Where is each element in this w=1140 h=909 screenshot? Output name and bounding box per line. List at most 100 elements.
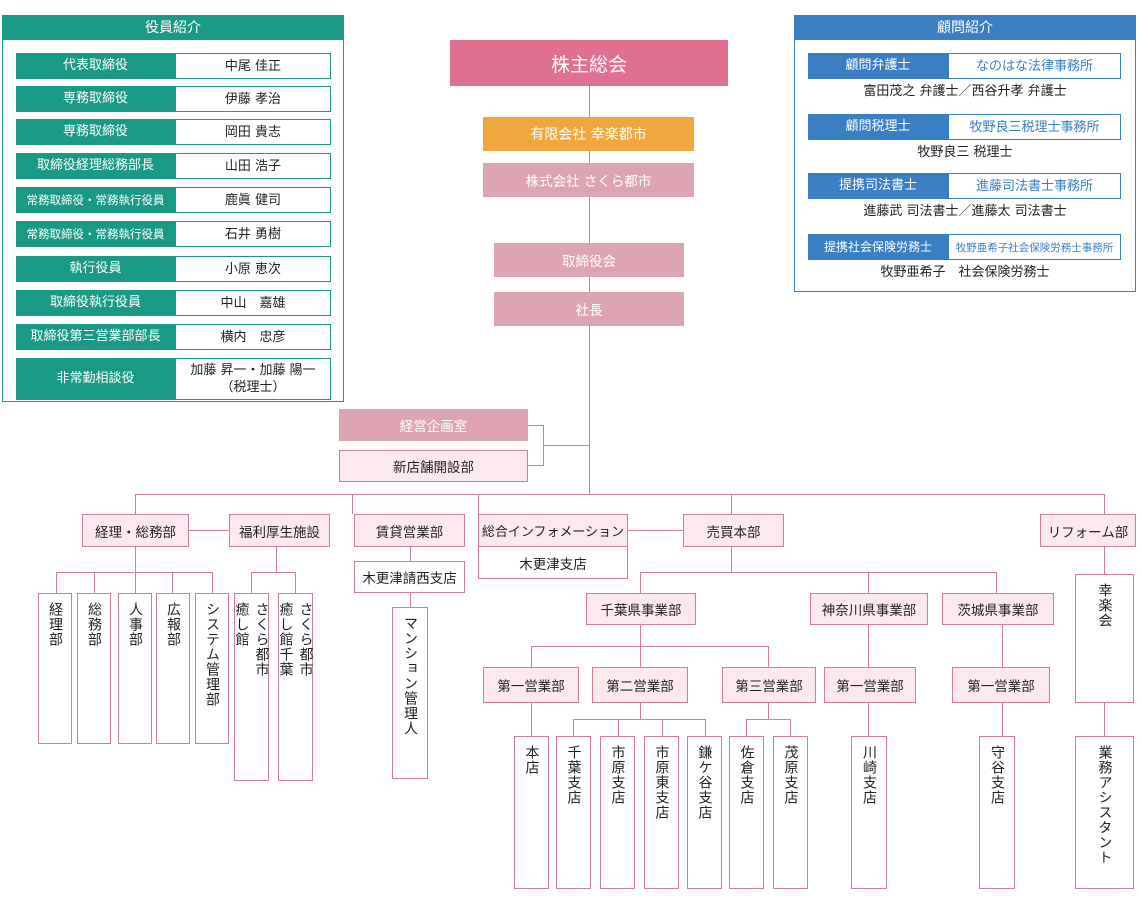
officer-role: 代表取締役 <box>16 53 175 79</box>
officer-name: 中山 嘉雄 <box>175 290 331 316</box>
advisor-role: 顧問弁護士 <box>808 53 948 79</box>
advisor-firm: 牧野亜希子社会保険労務士事務所 <box>948 234 1121 260</box>
advisors-panel: 顧問紹介 顧問弁護士なのはな法律事務所富田茂之 弁護士／西谷升孝 弁護士顧問税理… <box>794 15 1136 292</box>
advisor-people: 牧野良三 税理士 <box>917 145 1013 160</box>
chiba-sales-1-box: 第一営業部 <box>483 667 579 703</box>
officer-name: 加藤 昇一・加藤 陽一 （税理士） <box>175 358 331 400</box>
advisor-role: 顧問税理士 <box>808 114 948 140</box>
keiri-sub-box: 経理部 <box>38 593 72 744</box>
officer-role: 専務取締役 <box>16 119 175 145</box>
chiba-sales-2-box: 第二営業部 <box>592 667 688 703</box>
officer-role: 専務取締役 <box>16 86 175 112</box>
iyashikan-chiba-box: さくら都市 癒し館千葉 <box>277 593 314 781</box>
chiba-branch-label: 千葉支店 <box>565 745 582 805</box>
board-box: 取締役会 <box>494 243 684 277</box>
ibaraki-sales-1-box: 第一営業部 <box>952 667 1050 703</box>
officer-name-line1: 加藤 昇一・加藤 陽一 <box>190 363 316 378</box>
sakura-branch-box: 佐倉支店 <box>729 736 764 889</box>
iyashikan-chiba-line2: 癒し館千葉 <box>277 602 294 677</box>
advisor-firm: 牧野良三税理士事務所 <box>948 114 1121 140</box>
keiri-sub-label: 経理部 <box>47 602 63 647</box>
system-sub-box: システム管理部 <box>195 593 229 744</box>
rental-sales-box: 賃貸営業部 <box>354 514 465 547</box>
jinji-sub-box: 人事部 <box>118 593 152 744</box>
chiba-branch-box: 千葉支店 <box>556 736 591 889</box>
mansion-manager-box: マンション管理人 <box>392 607 428 779</box>
officer-role: 取締役経理総務部長 <box>16 153 175 179</box>
mobara-branch-label: 茂原支店 <box>782 745 799 805</box>
advisor-people: 牧野亜希子 社会保険労務士 <box>880 265 1050 280</box>
info-branch-box: 木更津支店 <box>478 546 628 579</box>
business-assistant-label: 業務アシスタント <box>1096 745 1113 865</box>
advisors-title: 顧問紹介 <box>795 16 1135 40</box>
soumu-sub-label: 総務部 <box>86 602 102 647</box>
officer-name: 石井 勇樹 <box>175 221 331 247</box>
officer-role: 常務取締役・常務執行役員 <box>16 187 175 213</box>
ibaraki-division-box: 茨城県事業部 <box>942 593 1054 625</box>
sakura-branch-label: 佐倉支店 <box>738 745 755 805</box>
officer-name: 鹿眞 健司 <box>175 187 331 213</box>
mobara-branch-box: 茂原支店 <box>773 736 808 889</box>
iyashikan-line1: さくら都市 <box>253 602 270 677</box>
kawasaki-branch-box: 川崎支店 <box>851 736 887 889</box>
advisor-firm: 進藤司法書士事務所 <box>948 173 1121 199</box>
advisor-role: 提携社会保険労務士 <box>808 234 948 260</box>
officer-name: 岡田 貴志 <box>175 119 331 145</box>
officer-role: 取締役第三営業部部長 <box>16 324 175 350</box>
kanagawa-sales-1-box: 第一営業部 <box>824 667 916 703</box>
ichihara-branch-label: 市原支店 <box>609 745 626 805</box>
chiba-division-box: 千葉県事業部 <box>586 593 696 625</box>
mansion-manager-label: マンション管理人 <box>402 616 418 736</box>
rental-branch-box: 木更津請西支店 <box>354 561 465 593</box>
moriya-branch-box: 守谷支店 <box>979 736 1015 889</box>
iyashikan-line2: 癒し館 <box>233 602 250 647</box>
advisor-firm: なのはな法律事務所 <box>948 53 1121 79</box>
kourakukai-label: 幸楽会 <box>1096 583 1113 628</box>
kamagaya-branch-box: 鎌ケ谷支店 <box>687 736 722 889</box>
officer-role: 常務取締役・常務執行役員 <box>16 221 175 247</box>
general-info-box: 総合インフォメーション <box>478 514 628 547</box>
honten-box: 本店 <box>514 736 549 889</box>
moriya-branch-label: 守谷支店 <box>989 745 1005 805</box>
new-store-dept-box: 新店舗開設部 <box>339 450 528 482</box>
officer-name: 伊藤 孝治 <box>175 86 331 112</box>
iyashikan-chiba-line1: さくら都市 <box>297 602 314 677</box>
soumu-sub-box: 総務部 <box>77 593 111 744</box>
officer-role: 非常勤相談役 <box>16 358 175 400</box>
kouhou-sub-label: 広報部 <box>165 602 181 647</box>
planning-office-box: 経営企画室 <box>339 409 528 441</box>
yugen-company-box: 有限会社 幸楽都市 <box>483 117 694 151</box>
officer-name: 横内 忠彦 <box>175 324 331 350</box>
president-box: 社長 <box>494 292 684 326</box>
trading-hq-box: 売買本部 <box>683 514 784 547</box>
ichihara-branch-box: 市原支店 <box>600 736 635 889</box>
iyashikan-box: さくら都市 癒し館 <box>233 593 270 781</box>
ichihara-east-branch-box: 市原東支店 <box>644 736 679 889</box>
advisor-people: 富田茂之 弁護士／西谷升孝 弁護士 <box>863 84 1067 99</box>
kamagaya-branch-label: 鎌ケ谷支店 <box>696 745 713 820</box>
keiri-dept-box: 経理・総務部 <box>82 514 189 547</box>
kabushiki-company-box: 株式会社 さくら都市 <box>483 163 694 197</box>
officer-name: 山田 浩子 <box>175 153 331 179</box>
shareholders-box: 株主総会 <box>450 40 728 86</box>
jinji-sub-label: 人事部 <box>127 602 143 647</box>
honten-label: 本店 <box>523 745 540 775</box>
reform-dept-box: リフォーム部 <box>1040 514 1136 547</box>
business-assistant-box: 業務アシスタント <box>1075 736 1134 889</box>
advisor-role: 提携司法書士 <box>808 173 948 199</box>
kanagawa-division-box: 神奈川県事業部 <box>810 593 928 625</box>
ichihara-east-branch-label: 市原東支店 <box>653 745 670 820</box>
officer-name: 中尾 佳正 <box>175 53 331 79</box>
officer-role: 執行役員 <box>16 256 175 282</box>
officer-name-line2: （税理士） <box>220 380 286 395</box>
officers-panel: 役員紹介 代表取締役中尾 佳正専務取締役伊藤 孝治専務取締役岡田 貴志取締役経理… <box>2 15 344 402</box>
kawasaki-branch-label: 川崎支店 <box>861 745 877 805</box>
kouhou-sub-box: 広報部 <box>156 593 190 744</box>
kourakukai-box: 幸楽会 <box>1075 574 1134 703</box>
chiba-sales-3-box: 第三営業部 <box>722 667 816 703</box>
advisor-people: 進藤武 司法書士／進藤太 司法書士 <box>863 204 1067 219</box>
officer-name: 小原 恵次 <box>175 256 331 282</box>
officers-title: 役員紹介 <box>3 16 343 40</box>
officer-role: 取締役執行役員 <box>16 290 175 316</box>
system-sub-label: システム管理部 <box>204 602 220 707</box>
